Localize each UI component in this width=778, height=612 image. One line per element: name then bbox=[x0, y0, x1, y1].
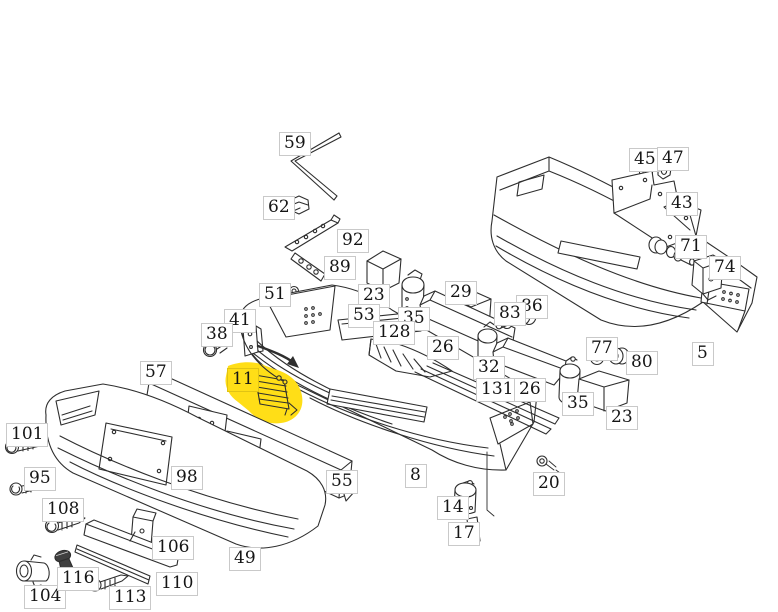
pointer-arrow bbox=[256, 344, 299, 368]
callout-98[interactable]: 98 bbox=[171, 466, 203, 490]
callout-80[interactable]: 80 bbox=[626, 351, 658, 375]
callout-11-highlighted[interactable]: 11 bbox=[227, 368, 259, 392]
callout-59[interactable]: 59 bbox=[279, 132, 311, 156]
callout-43[interactable]: 43 bbox=[666, 192, 698, 216]
callout-26-2[interactable]: 26 bbox=[514, 378, 546, 402]
bracket-strip-92 bbox=[284, 214, 341, 252]
callout-38[interactable]: 38 bbox=[201, 323, 233, 347]
plug-104 bbox=[15, 554, 50, 588]
callout-77[interactable]: 77 bbox=[586, 337, 618, 361]
impact-strip-26-right bbox=[492, 337, 567, 386]
callout-131[interactable]: 131 bbox=[476, 378, 519, 402]
callout-74[interactable]: 74 bbox=[709, 256, 741, 280]
callout-8[interactable]: 8 bbox=[405, 464, 427, 488]
callout-106[interactable]: 106 bbox=[152, 536, 195, 560]
callout-128[interactable]: 128 bbox=[373, 321, 416, 345]
callout-95[interactable]: 95 bbox=[24, 467, 56, 491]
callout-20[interactable]: 20 bbox=[533, 472, 565, 496]
bracket-strip-89 bbox=[290, 252, 326, 282]
callout-47[interactable]: 47 bbox=[657, 147, 689, 171]
callout-51[interactable]: 51 bbox=[259, 283, 291, 307]
callout-71[interactable]: 71 bbox=[675, 235, 707, 259]
callout-92[interactable]: 92 bbox=[337, 229, 369, 253]
bumper-shell-top-right bbox=[490, 156, 758, 333]
callout-5[interactable]: 5 bbox=[692, 342, 714, 366]
callout-29[interactable]: 29 bbox=[445, 281, 477, 305]
callout-89[interactable]: 89 bbox=[324, 256, 356, 280]
callout-32[interactable]: 32 bbox=[473, 356, 505, 380]
callout-116[interactable]: 116 bbox=[57, 567, 100, 591]
trim-strip-59 bbox=[290, 132, 342, 201]
bumper-shell-middle bbox=[239, 284, 538, 471]
trim-strip-110 bbox=[74, 544, 151, 585]
callout-113[interactable]: 113 bbox=[109, 586, 152, 610]
callout-55[interactable]: 55 bbox=[326, 470, 358, 494]
callout-62[interactable]: 62 bbox=[263, 196, 295, 220]
callout-83[interactable]: 83 bbox=[494, 302, 526, 326]
callout-110[interactable]: 110 bbox=[156, 572, 199, 596]
callout-57[interactable]: 57 bbox=[140, 361, 172, 385]
callout-26[interactable]: 26 bbox=[427, 336, 459, 360]
callout-23-2[interactable]: 23 bbox=[606, 406, 638, 430]
buffer-block-23-left bbox=[366, 250, 402, 292]
leader-line-8 bbox=[486, 451, 495, 517]
callout-101[interactable]: 101 bbox=[6, 423, 49, 447]
callout-49[interactable]: 49 bbox=[229, 547, 261, 571]
bolt-20 bbox=[536, 455, 561, 474]
callout-108[interactable]: 108 bbox=[42, 498, 85, 522]
callout-17[interactable]: 17 bbox=[448, 522, 480, 546]
callout-35-2[interactable]: 35 bbox=[562, 392, 594, 416]
callout-14[interactable]: 14 bbox=[437, 496, 469, 520]
callout-45[interactable]: 45 bbox=[629, 148, 661, 172]
part-11-grille-bracket bbox=[254, 374, 298, 416]
